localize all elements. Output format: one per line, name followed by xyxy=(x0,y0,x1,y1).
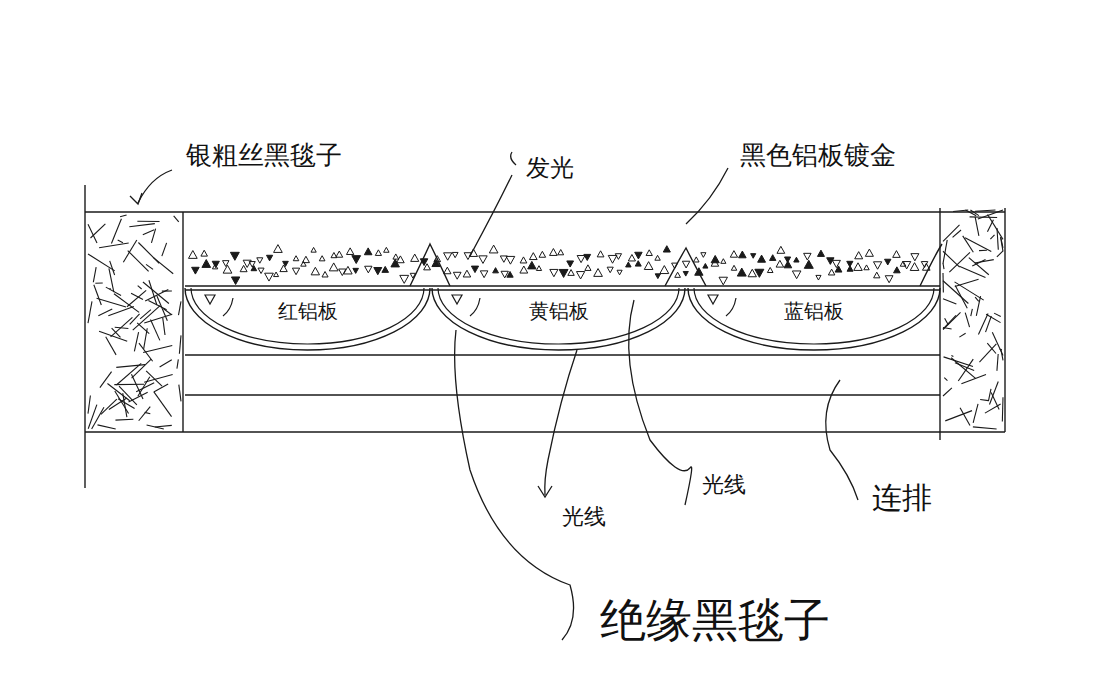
arc-cusp xyxy=(410,244,942,286)
callout-label: 光线 xyxy=(560,502,608,532)
callout-label: 黑色铝板镀金 xyxy=(738,138,898,173)
leader-line xyxy=(130,152,858,640)
semicircle-plate: 黄铝板 xyxy=(432,286,685,356)
frame xyxy=(85,185,1005,488)
plate-label: 蓝铝板 xyxy=(784,298,844,325)
callout-label: 连排 xyxy=(870,478,934,519)
semicircle-plate: 红铝板 xyxy=(185,286,430,356)
callout-label: 光线 xyxy=(700,470,748,500)
callout-label: 绝缘黑毯子 xyxy=(598,590,832,652)
plate-label: 红铝板 xyxy=(278,298,338,325)
plate-label: 黄铝板 xyxy=(529,298,589,325)
glow-particles xyxy=(188,245,930,285)
callout-label: 银粗丝黑毯子 xyxy=(184,138,344,173)
semicircle-plate: 蓝铝板 xyxy=(688,286,940,356)
hatched-block xyxy=(88,215,181,429)
callout-label: 发光 xyxy=(524,152,576,184)
hatched-block xyxy=(943,210,1003,429)
